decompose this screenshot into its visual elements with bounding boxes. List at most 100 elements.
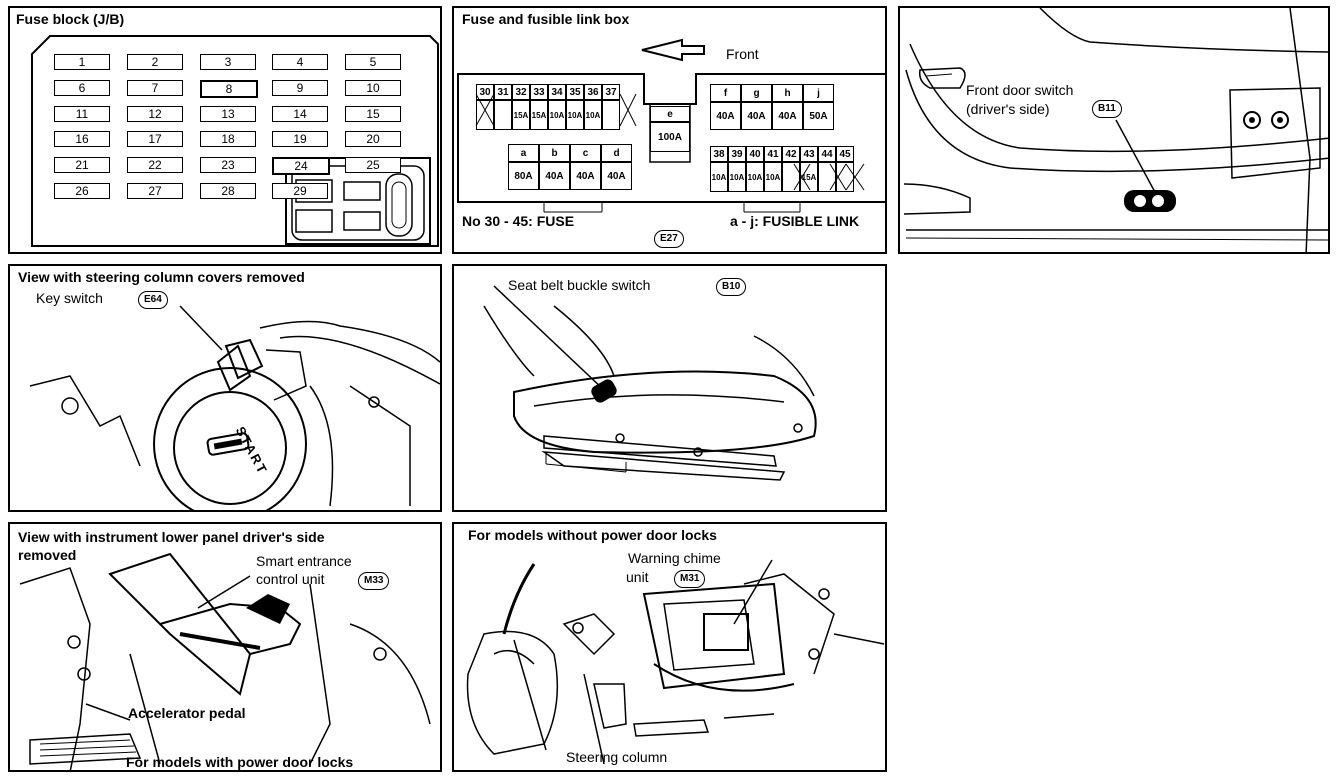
link-c-rating: 40A <box>570 162 601 190</box>
fuse-39-rating: 10A <box>728 162 746 192</box>
fuse-34-number: 34 <box>548 84 566 100</box>
door-switch-label-line1: Front door switch <box>966 82 1074 98</box>
door-switch-drawing <box>903 8 1328 252</box>
link-f-letter: f <box>710 84 741 102</box>
warning-chime-label-line2: unit <box>626 569 649 585</box>
fuse-10: 10 <box>345 80 401 96</box>
link-note: a - j: FUSIBLE LINK <box>730 213 860 229</box>
fuse-1: 1 <box>54 54 110 70</box>
fuse-37-number: 37 <box>602 84 620 100</box>
warning-chime-label-line1: Warning chime <box>628 550 721 566</box>
front-label: Front <box>726 46 759 62</box>
link-h-letter: h <box>772 84 803 102</box>
fuse-45-rating <box>836 162 854 192</box>
smart-entrance-label-line1: Smart entrance <box>256 553 352 569</box>
key-switch-panel: View with steering column covers removed… <box>8 264 442 512</box>
connector-b11-badge: B11 <box>1092 100 1122 118</box>
key-switch-drawing <box>29 305 440 510</box>
fuse-13: 13 <box>200 106 256 122</box>
connector-b10-badge: B10 <box>716 278 747 296</box>
fuse-2: 2 <box>127 54 183 70</box>
connector-e64-badge: E64 <box>138 291 168 309</box>
warning-chime-title: For models without power door locks <box>468 527 717 543</box>
fuse-35-number: 35 <box>566 84 584 100</box>
link-e-letter: e <box>650 106 690 122</box>
fuse-22: 22 <box>127 157 183 173</box>
link-a-letter: a <box>508 144 539 162</box>
fuse-5: 5 <box>345 54 401 70</box>
fuse-11: 11 <box>54 106 110 122</box>
fuse-36-rating: 10A <box>584 100 602 130</box>
fuse-36-number: 36 <box>584 84 602 100</box>
fuse-block-title: Fuse block (J/B) <box>16 11 125 27</box>
accelerator-pedal-label: Accelerator pedal <box>128 705 246 721</box>
fuse-18: 18 <box>200 131 256 147</box>
door-switch-label-line2: (driver's side) <box>966 101 1050 117</box>
fuse-45-number: 45 <box>836 146 854 162</box>
fuse-29: 29 <box>272 183 328 199</box>
fuse-37-rating <box>602 100 620 130</box>
smart-entrance-panel: View with instrument lower panel driver'… <box>8 522 442 772</box>
fuse-24: 24 <box>272 157 330 175</box>
fusible-box-title: Fuse and fusible link box <box>462 11 630 27</box>
power-door-locks-footer: For models with power door locks <box>126 754 354 770</box>
key-switch-title: View with steering column covers removed <box>18 269 305 285</box>
fuse-7: 7 <box>127 80 183 96</box>
fuse-35-rating: 10A <box>566 100 584 130</box>
fuse-41-rating: 10A <box>764 162 782 192</box>
smart-entrance-title-line2: removed <box>18 547 77 563</box>
fuse-43-rating: 15A <box>800 162 818 192</box>
link-j-letter: j <box>803 84 834 102</box>
link-g-letter: g <box>741 84 772 102</box>
fuse-42-number: 42 <box>782 146 800 162</box>
fuse-3: 3 <box>200 54 256 70</box>
link-f-rating: 40A <box>710 102 741 130</box>
fuse-23: 23 <box>200 157 256 173</box>
link-b-letter: b <box>539 144 570 162</box>
fuse-41-number: 41 <box>764 146 782 162</box>
connector-e27-badge: E27 <box>654 230 684 248</box>
fuse-44-number: 44 <box>818 146 836 162</box>
seat-belt-label: Seat belt buckle switch <box>508 277 651 293</box>
smart-entrance-drawing <box>19 552 431 770</box>
fuse-28: 28 <box>200 183 256 199</box>
fuse-34-rating: 10A <box>548 100 566 130</box>
fuse-33-rating: 15A <box>530 100 548 130</box>
link-d-rating: 40A <box>601 162 632 190</box>
fuse-6: 6 <box>54 80 110 96</box>
fuse-43-number: 43 <box>800 146 818 162</box>
link-j-rating: 50A <box>803 102 834 130</box>
link-c-letter: c <box>570 144 601 162</box>
door-switch-panel: Front door switch (driver's side) B11 <box>898 6 1330 254</box>
fuse-9: 9 <box>272 80 328 96</box>
seat-drawing <box>483 285 817 481</box>
link-b-rating: 40A <box>539 162 570 190</box>
fuse-note: No 30 - 45: FUSE <box>462 213 575 229</box>
seat-belt-panel: Seat belt buckle switch B10 <box>452 264 887 512</box>
fuse-26: 26 <box>54 183 110 199</box>
smart-entrance-title-line1: View with instrument lower panel driver'… <box>18 529 325 545</box>
fuse-30-number: 30 <box>476 84 494 100</box>
connector-m33-badge: M33 <box>358 572 390 590</box>
fuse-31-rating <box>494 100 512 130</box>
fuse-32-rating: 15A <box>512 100 530 130</box>
fuse-38-rating: 10A <box>710 162 728 192</box>
link-d-letter: d <box>601 144 632 162</box>
fuse-4: 4 <box>272 54 328 70</box>
fuse-38-number: 38 <box>710 146 728 162</box>
fuse-39-number: 39 <box>728 146 746 162</box>
fuse-12: 12 <box>127 106 183 122</box>
fuse-40-rating: 10A <box>746 162 764 192</box>
fuse-27: 27 <box>127 183 183 199</box>
fuse-25: 25 <box>345 157 401 173</box>
fuse-17: 17 <box>127 131 183 147</box>
fuse-14: 14 <box>272 106 328 122</box>
fuse-8: 8 <box>200 80 258 98</box>
fuse-20: 20 <box>345 131 401 147</box>
warning-chime-panel: For models without power door locks Warn… <box>452 522 887 772</box>
fuse-21: 21 <box>54 157 110 173</box>
link-g-rating: 40A <box>741 102 772 130</box>
steering-column-label: Steering column <box>566 749 668 765</box>
